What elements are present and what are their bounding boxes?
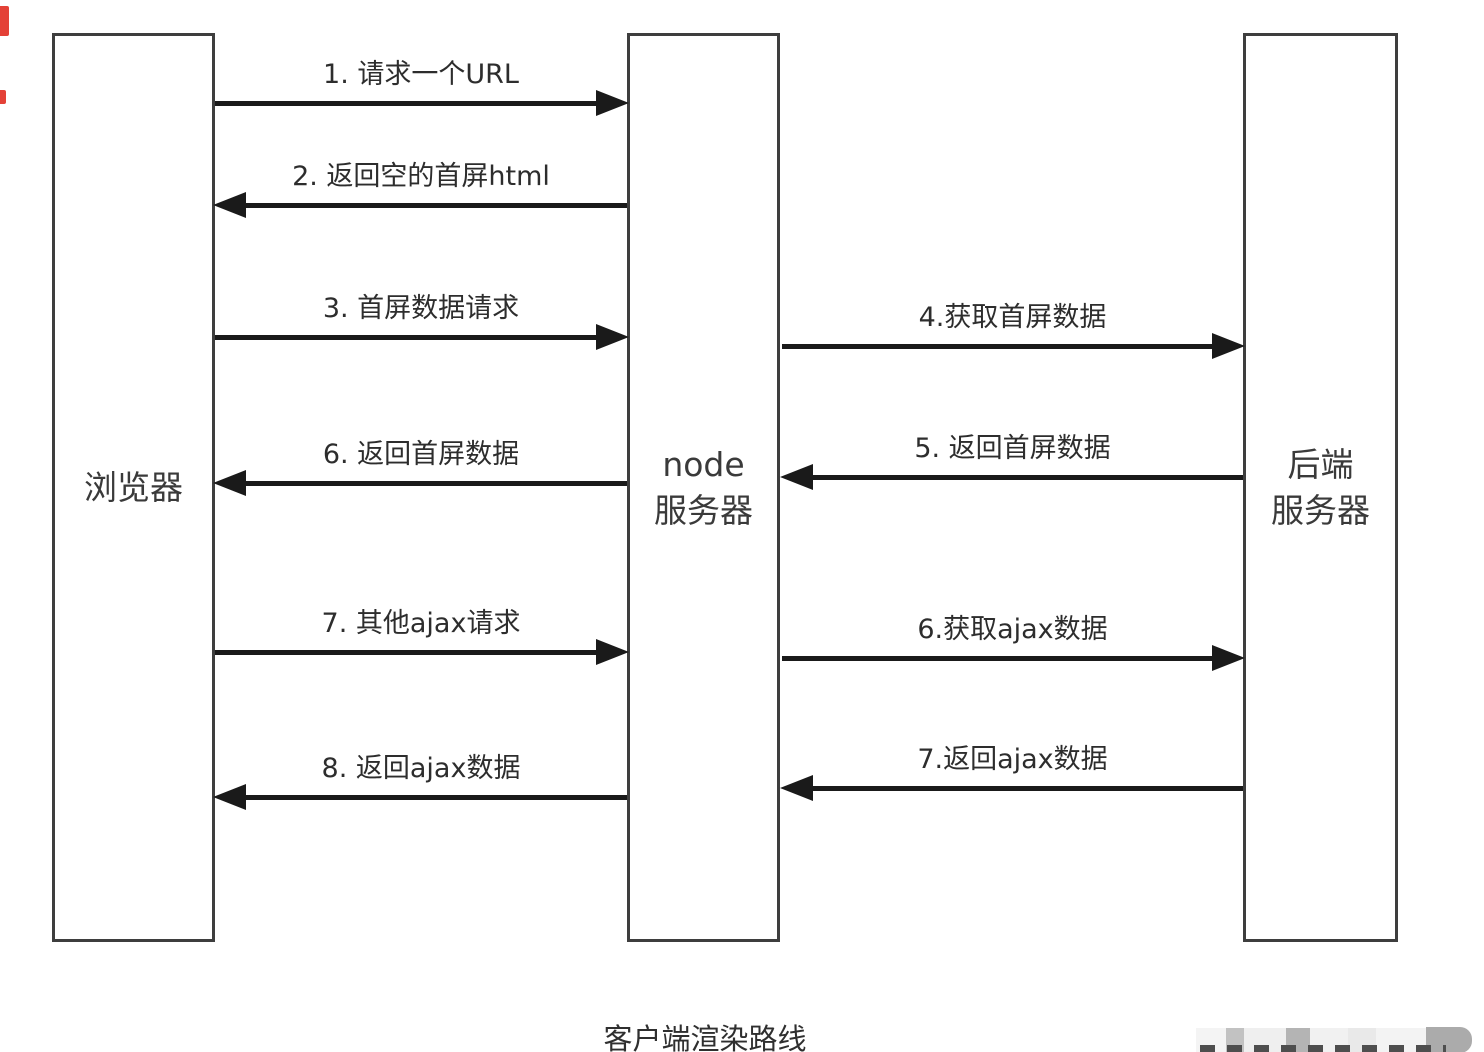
red-edge-artifact (0, 6, 9, 36)
arrowhead-right-icon (1212, 333, 1245, 359)
message-label: 3. 首屏数据请求 (322, 293, 520, 324)
node-server-label-line1: node (662, 444, 745, 484)
arrow-line (215, 650, 599, 655)
diagram-caption: 客户端渲染路线 (603, 1022, 807, 1052)
arrowhead-left-icon (780, 464, 813, 490)
arrow-line (782, 344, 1215, 349)
arrow-line (215, 335, 599, 340)
arrowhead-left-icon (780, 775, 813, 801)
arrowhead-right-icon (596, 90, 629, 116)
arrow-line (810, 786, 1243, 791)
arrowhead-left-icon (213, 784, 246, 810)
actor-box-browser: 浏览器 (52, 33, 215, 942)
watermark-clipped-text-fragment (1200, 1045, 1446, 1052)
message-label: 6. 返回首屏数据 (322, 439, 520, 470)
arrow-line (215, 101, 599, 106)
arrowhead-left-icon (213, 470, 246, 496)
message-label: 7.返回ajax数据 (917, 744, 1108, 775)
arrowhead-right-icon (596, 324, 629, 350)
arrowhead-right-icon (1212, 645, 1245, 671)
arrow-line (810, 475, 1243, 480)
arrow-line (243, 203, 627, 208)
actor-box-backend-server: 后端 服务器 (1243, 33, 1398, 942)
message-label: 2. 返回空的首屏html (292, 161, 550, 192)
arrowhead-right-icon (596, 639, 629, 665)
arrow-line (243, 795, 627, 800)
message-label: 8. 返回ajax数据 (321, 753, 521, 784)
message-label: 4.获取首屏数据 (918, 302, 1107, 333)
browser-label: 浏览器 (84, 467, 183, 507)
backend-server-label-line1: 后端 (1287, 444, 1354, 484)
message-label: 5. 返回首屏数据 (914, 433, 1111, 464)
message-label: 1. 请求一个URL (323, 59, 519, 90)
red-edge-artifact (0, 90, 6, 104)
node-server-label-line2: 服务器 (654, 490, 753, 530)
arrowhead-left-icon (213, 192, 246, 218)
actor-box-node-server: node 服务器 (627, 33, 780, 942)
arrow-line (782, 656, 1215, 661)
message-label: 6.获取ajax数据 (917, 614, 1108, 645)
message-label: 7. 其他ajax请求 (321, 608, 521, 639)
arrow-line (243, 481, 627, 486)
backend-server-label-line2: 服务器 (1271, 490, 1370, 530)
